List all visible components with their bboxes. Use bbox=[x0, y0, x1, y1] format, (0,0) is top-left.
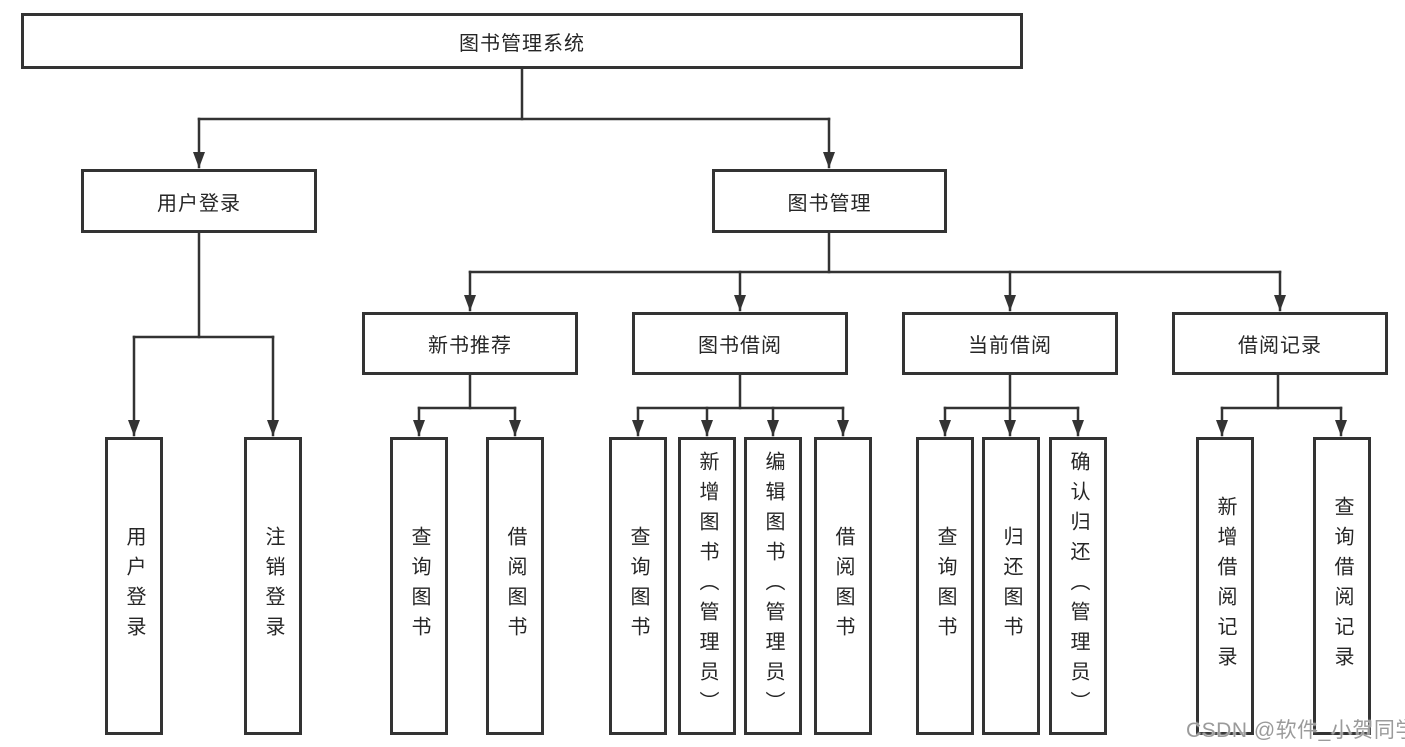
leaf-user-login: 用户登录 bbox=[105, 437, 163, 735]
leaf-query-books-borrowing: 查询图书 bbox=[609, 437, 667, 735]
node-book-borrowing: 图书借阅 bbox=[632, 312, 848, 375]
node-current-borrowing: 当前借阅 bbox=[902, 312, 1118, 375]
node-borrowing-records: 借阅记录 bbox=[1172, 312, 1388, 375]
leaf-query-books-recommend: 查询图书 bbox=[390, 437, 448, 735]
leaf-confirm-return-admin: 确认归还（管理员） bbox=[1049, 437, 1107, 735]
node-book-management: 图书管理 bbox=[712, 169, 947, 233]
leaf-logout-login: 注销登录 bbox=[244, 437, 302, 735]
leaf-edit-books-admin: 编辑图书（管理员） bbox=[744, 437, 802, 735]
leaf-borrow-books-borrowing: 借阅图书 bbox=[814, 437, 872, 735]
leaf-return-books: 归还图书 bbox=[982, 437, 1040, 735]
leaf-query-borrowing-record: 查询借阅记录 bbox=[1313, 437, 1371, 735]
leaf-borrow-books-recommend: 借阅图书 bbox=[486, 437, 544, 735]
leaf-add-borrowing-record: 新增借阅记录 bbox=[1196, 437, 1254, 735]
leaf-query-books-current: 查询图书 bbox=[916, 437, 974, 735]
node-new-book-recommendation: 新书推荐 bbox=[362, 312, 578, 375]
leaf-add-books-admin: 新增图书（管理员） bbox=[678, 437, 736, 735]
node-user-login: 用户登录 bbox=[81, 169, 317, 233]
node-library-management-system: 图书管理系统 bbox=[21, 13, 1023, 69]
csdn-watermark: CSDN @软件_小贺同学 bbox=[1186, 719, 1405, 742]
